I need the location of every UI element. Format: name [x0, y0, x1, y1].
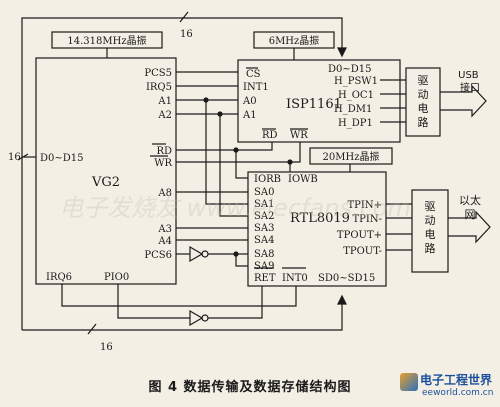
usb-label-line2: 接口: [460, 81, 480, 94]
logo-title: 电子工程世界: [420, 373, 493, 387]
rtl-sa1: SA1: [254, 199, 274, 210]
vg2-pcs5: PCS5: [144, 68, 172, 79]
isp-int1: INT1: [243, 82, 269, 93]
vg2-a2: A2: [157, 110, 172, 121]
inverter-pio0: [189, 309, 204, 327]
a1-to-sa1: [205, 100, 248, 205]
isp-h-dm1: H_DM1: [334, 104, 372, 115]
top-data-bus-line: [21, 17, 343, 330]
rtl-iowb: IOWB: [288, 174, 318, 185]
logo-mark-icon: [400, 373, 418, 391]
usb-label-line1: USB: [458, 70, 479, 81]
a2-to-sa2: [219, 114, 248, 217]
rtl8019-box: [247, 171, 387, 287]
crystal-20-label: 20MHz晶振: [323, 150, 380, 163]
isp-h-psw1: H_PSW1: [334, 76, 378, 87]
bottom-data-bus-line: [22, 300, 343, 331]
rtl-ret: RET: [254, 273, 276, 284]
usb-arrow: [440, 84, 487, 118]
isp1161-box: [237, 59, 401, 143]
vg2-a3: A3: [157, 224, 172, 235]
irq6-to-int0: [61, 284, 297, 307]
usb-driver-label: 驱动电路: [418, 74, 429, 129]
isp-a1: A1: [242, 110, 257, 121]
rtl-tpout-p: TPOUT+: [337, 230, 382, 241]
junction-pcs6: [233, 251, 239, 257]
site-logo: 电子工程世界 eeworld.com.cn: [398, 369, 498, 405]
isp-name: ISP1161: [286, 97, 342, 112]
rd-to-isp: [176, 142, 273, 151]
rtl-name: RTL8019: [290, 211, 350, 226]
isp-h-dp1: H_DP1: [338, 118, 373, 129]
rtl-sa0: SA0: [254, 187, 274, 198]
vg2-a8: A8: [157, 188, 172, 199]
junction-a1: [203, 97, 209, 103]
isp-h-oc1: H_OC1: [338, 90, 374, 101]
logo-url: eeworld.com.cn: [422, 388, 494, 398]
bus-slash-top: [179, 11, 189, 23]
rtl-tpout-m: TPOUT-: [343, 246, 382, 257]
crystal-6-label: 6MHz晶振: [269, 34, 320, 47]
junction-a2: [217, 111, 223, 117]
rtl-sd: SD0~SD15: [318, 273, 375, 284]
rtl-tpin-p: TPIN+: [348, 200, 382, 211]
eth-arrow: [448, 210, 491, 244]
rtl-tpin-m: TPIN-: [353, 214, 382, 225]
junction-rd: [233, 147, 239, 153]
rtl-sa3: SA3: [254, 223, 274, 234]
eth-driver-label: 驱动电路: [425, 200, 436, 255]
bus-arrow-rtl: [337, 294, 347, 305]
vg2-box: [35, 57, 177, 285]
pio0-to-ret: [208, 286, 263, 319]
usb-driver-box: [405, 67, 441, 137]
figure-caption: 图 4 数据传输及数据存储结构图: [148, 380, 352, 395]
isp-rd: RD: [262, 130, 278, 141]
crystal-20-box: [309, 147, 393, 165]
eth-driver-box: [411, 189, 449, 273]
isp-a0: A0: [242, 96, 257, 107]
vg2-wr: WR: [154, 158, 172, 169]
wr-to-isp: [176, 142, 301, 163]
vg2-pio0: PIO0: [104, 272, 129, 283]
rtl-sa9: SA9: [254, 261, 274, 272]
rd-to-iorb: [235, 150, 248, 179]
vg2-data-bus-label: D0~D15: [40, 153, 84, 164]
vg2-rd: RD: [156, 146, 172, 157]
vg2-a4: A4: [157, 236, 172, 247]
vg2-pcs6: PCS6: [144, 250, 172, 261]
pcs6-to-sa9: [208, 253, 248, 267]
crystal-14-label: 14.318MHz晶振: [67, 34, 146, 47]
rtl-sa2: SA2: [254, 211, 274, 222]
top-bus-width: 16: [180, 29, 193, 40]
isp-d0d15: D0~D15: [328, 64, 372, 75]
left-bus-width: 16: [8, 152, 21, 163]
bus-arrow-isp: [337, 47, 347, 58]
vg2-a1: A1: [157, 96, 172, 107]
bottom-bus-width: 16: [100, 342, 113, 353]
pio0-line: [117, 284, 190, 319]
vg2-irq6: IRQ6: [46, 272, 72, 283]
vg2-irq5: IRQ5: [146, 82, 172, 93]
rtl-sa4: SA4: [254, 235, 274, 246]
eth-interface-label: 以太网: [459, 194, 481, 221]
rtl-int0: INT0: [282, 273, 308, 284]
usb-interface-label: USB 接口: [458, 70, 482, 94]
isp-wr: WR: [290, 130, 308, 141]
rtl-iorb: IORB: [254, 174, 281, 185]
isp-cs: CS: [246, 69, 261, 80]
bus-slash-bottom: [87, 323, 97, 335]
watermark: 电子发烧友 www.elecfans.com: [59, 194, 411, 222]
vg2-name: VG2: [91, 175, 120, 190]
inverter-pcs6: [189, 245, 204, 263]
junction-wr: [287, 159, 293, 165]
rtl-sa8: SA8: [254, 249, 274, 260]
